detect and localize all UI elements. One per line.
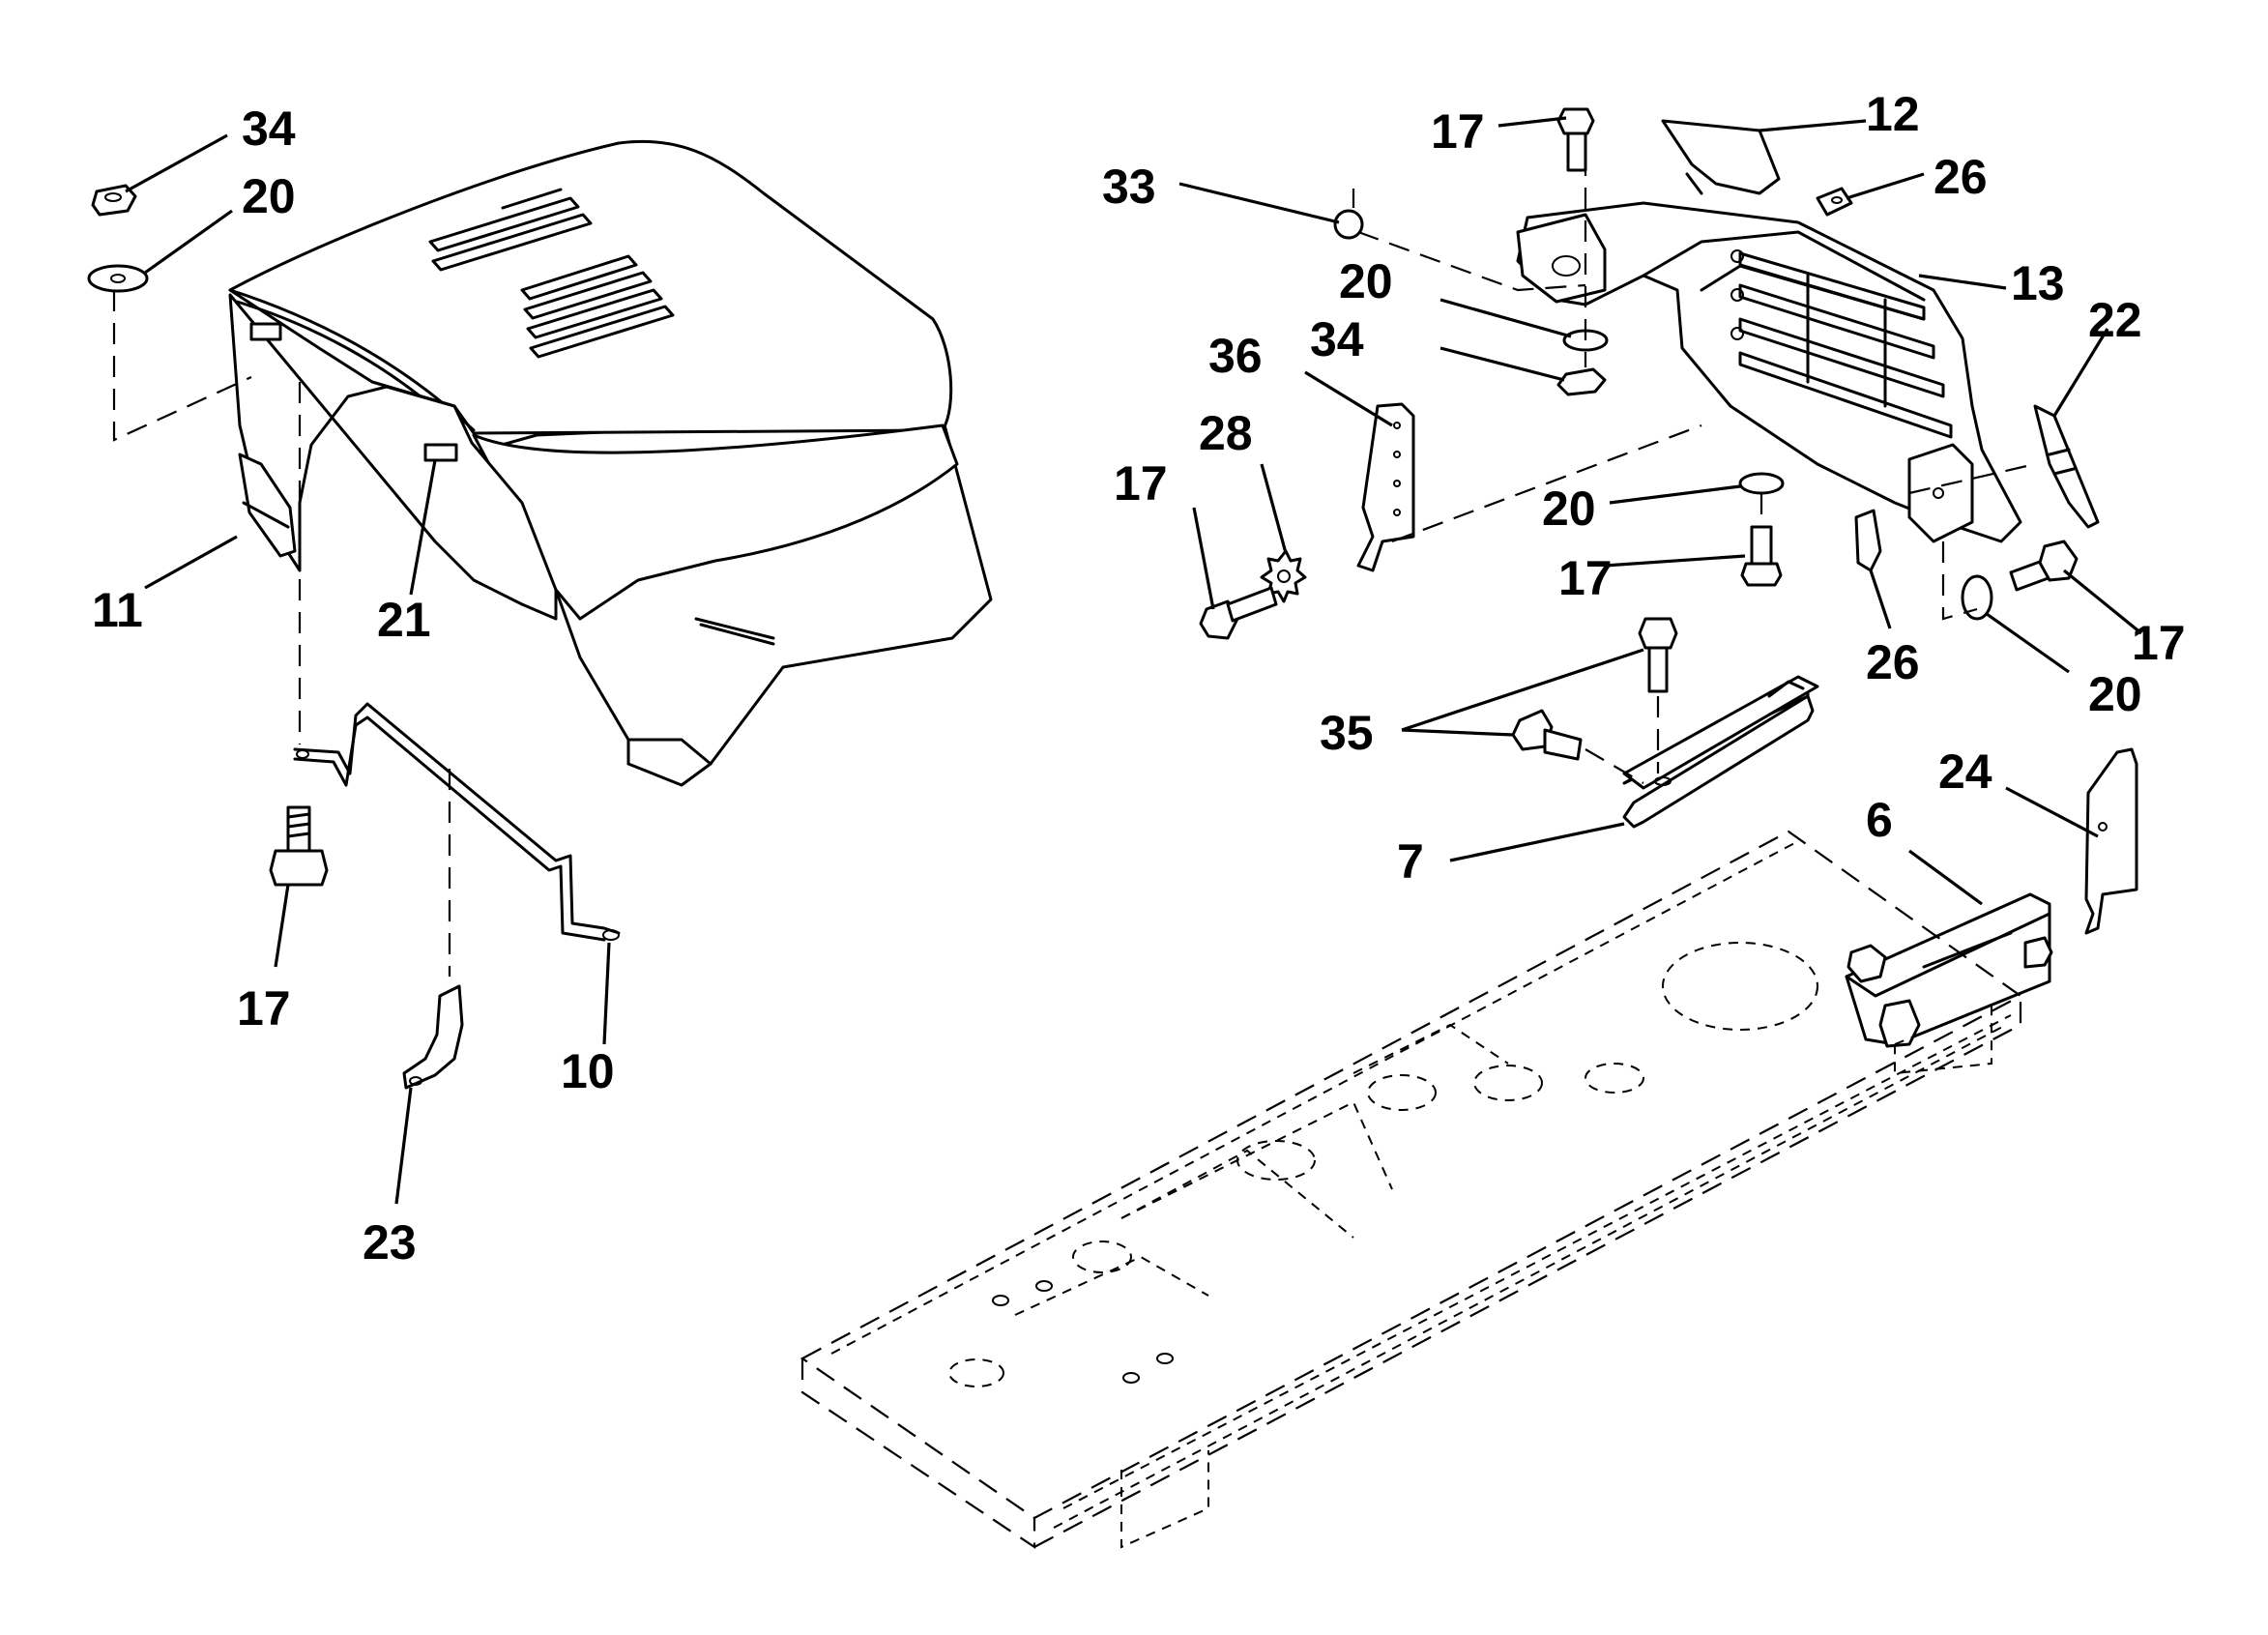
- callout-28: 28: [1199, 406, 1253, 460]
- hood-assembly: [228, 139, 993, 787]
- callout-17-right: 17: [2132, 616, 2186, 670]
- bolt-17-right: [2009, 540, 2079, 592]
- plug-33: [1333, 209, 1364, 240]
- callout-11: 11: [92, 583, 143, 637]
- callout-13: 13: [2011, 256, 2065, 310]
- callout-21: 21: [377, 593, 431, 647]
- callout-22: 22: [2088, 293, 2142, 347]
- bracket-24: [2084, 747, 2138, 935]
- nut-34-left: [91, 184, 137, 217]
- callout-33: 33: [1102, 160, 1156, 214]
- clip-23: [402, 984, 464, 1090]
- washer-20-right-low: [1961, 574, 1993, 621]
- callout-12: 12: [1866, 87, 1920, 141]
- frame-phantom: [800, 830, 2023, 1550]
- bolt-17-top: [1556, 107, 1595, 172]
- callout-24: 24: [1938, 745, 1992, 799]
- callout-10: 10: [561, 1044, 615, 1098]
- callout-20-left: 20: [242, 169, 296, 223]
- callout-17-mid: 17: [1558, 551, 1613, 605]
- callout-26-bottom: 26: [1866, 635, 1920, 689]
- callout-17-left: 17: [237, 981, 291, 1036]
- callout-34-left: 34: [242, 102, 296, 156]
- callout-36: 36: [1208, 329, 1263, 383]
- callout-34-grille: 34: [1310, 312, 1364, 366]
- bracket-10: [293, 702, 621, 942]
- callout-6: 6: [1866, 793, 1893, 847]
- callout-17-grille-left: 17: [1114, 456, 1168, 511]
- callout-17-top: 17: [1431, 104, 1485, 159]
- nut-34-right: [1556, 367, 1607, 396]
- callout-20-grille: 20: [1339, 254, 1393, 308]
- washer-20-left: [87, 264, 149, 293]
- bolt-17-grille-left: [1199, 586, 1278, 640]
- bracket-22: [2033, 404, 2100, 529]
- washer-20-mid: [1738, 472, 1785, 495]
- callout-labels: 34 20 11 21 17 10 23 17 12 33 26 13 20 3…: [92, 87, 2186, 1270]
- bolt-35-lower: [1511, 709, 1583, 761]
- bolt-17-mid: [1740, 525, 1783, 587]
- bracket-7: [1622, 675, 1819, 829]
- callout-20-right: 20: [2088, 667, 2142, 721]
- bolt-35-upper: [1638, 617, 1678, 693]
- axle-bracket-6: [1845, 892, 2053, 1048]
- bracket-36: [1356, 402, 1415, 572]
- clip-26-top: [1816, 187, 1853, 217]
- leader-lines: [125, 116, 2143, 1205]
- callout-23: 23: [363, 1215, 417, 1270]
- clip-26-bottom: [1854, 509, 1882, 572]
- callout-7: 7: [1397, 834, 1424, 889]
- grille-housing-13: [1516, 201, 2022, 543]
- hood-vent-slots: [428, 188, 675, 359]
- callout-35: 35: [1320, 706, 1374, 760]
- bolt-17-left: [269, 805, 329, 887]
- callout-20-mid: 20: [1542, 482, 1596, 536]
- callout-26-top: 26: [1934, 150, 1988, 204]
